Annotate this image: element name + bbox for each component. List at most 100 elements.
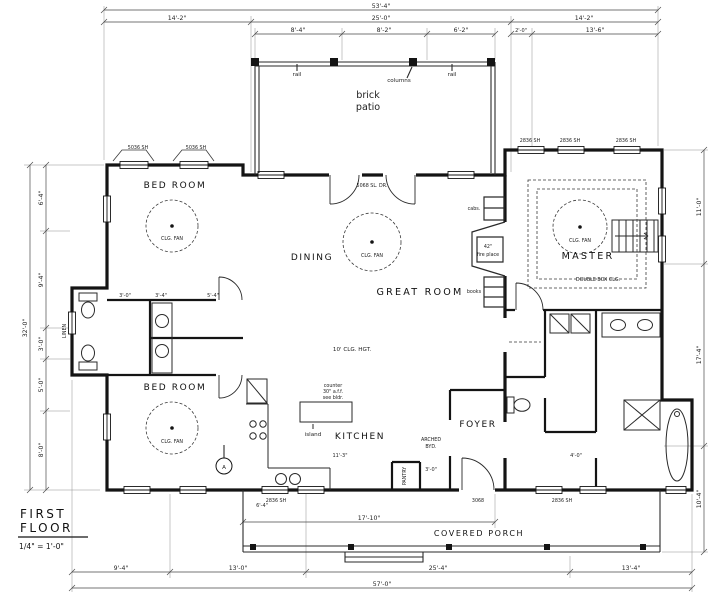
fireplace-size-label: 42" [484,244,492,250]
rail-label: rail [448,72,457,78]
patio-label-line1: brick [356,90,380,101]
dim-patio-1: 8'-4" [291,27,306,34]
window-label: 2836 SH [520,138,541,144]
ceiling-details [145,179,647,455]
kitchen-note-3: see bldr. [323,395,343,401]
door-swings [218,174,544,491]
dim-left-2: 9'-4" [38,273,45,288]
title-block-scale: 1/4" = 1'-0" [19,542,64,551]
dim-top-left: 14'-2" [168,15,187,22]
section-marker [215,445,233,475]
kitchen-note-1: counter [324,383,342,389]
extension-lines [24,6,708,592]
windows [68,146,687,494]
dim-top-overall: 53'-4" [372,3,391,10]
room-label-covered-porch: COVERED PORCH [434,529,524,538]
dim-right-3: 10'-4" [696,490,703,509]
door-openings [329,171,495,494]
ceiling-fan [552,199,608,255]
dim-wing-right-1: 2'-0" [515,28,527,34]
dim-porch-width: 17'-10" [358,515,381,522]
dim-interior-6: 4'-0" [570,453,582,459]
patio-columns [251,58,495,66]
dim-bottom-2: 13'-0" [229,565,248,572]
dim-left-4: 5'-0" [38,378,45,393]
room-label-bedroom-top: BED ROOM [144,181,207,191]
fireplace-label: fire place [477,252,499,258]
patio-structure [251,58,496,175]
toilet [81,301,95,319]
ceiling-fan-label: CLG. FAN [161,236,183,242]
stairs [611,219,659,253]
dim-left-overall: 32'-0" [22,319,29,338]
ceiling-fan-label: CLG. FAN [569,238,591,244]
cabs-label: cabs. [468,206,481,212]
title-block-line2: FLOOR [20,521,73,535]
ceiling-fan-label: CLG. FAN [361,253,383,259]
left-bath-fixtures [78,292,173,374]
title-block-line1: FIRST [20,507,66,521]
dim-bottom-overall: 57'-0" [373,581,392,588]
sink [155,344,169,358]
sink [610,319,626,331]
dim-patio-2: 8'-2" [377,27,392,34]
master-ceiling-note: DOUBLE BOX CLG. [576,277,620,283]
dim-wing-right-2: 13'-6" [586,27,605,34]
window-label: 2836 SH [266,498,287,504]
dim-interior-4: 11'-3" [332,453,347,459]
toilet [81,344,95,362]
columns-label: columns [387,78,411,84]
island-label: island [305,432,322,438]
books-label: books [467,289,482,295]
window-label: 5068 SL. DR. [357,183,388,189]
fireplace [471,196,506,308]
room-label-pantry: PANTRY [402,467,408,485]
sink [637,319,653,331]
great-room-ceiling-note: 10' CLG. HGT. [333,347,371,353]
dim-porch-depth: 6'-4" [256,503,268,509]
room-label-master: MASTER [562,251,615,262]
fan-hubs [170,224,582,430]
porch-posts [250,544,646,550]
room-label-kitchen: KITCHEN [335,432,385,442]
room-label-linen: LINEN [62,323,68,338]
sink [155,314,169,328]
ceiling-fan [145,199,199,253]
dim-left-5: 8'-0" [38,443,45,458]
dim-interior-5: 3'-0" [425,467,437,473]
dim-left-3: 3'-0" [38,337,45,352]
dim-right-1: 11'-0" [696,198,703,217]
dim-top-right: 14'-2" [575,15,594,22]
bay-window-accents [112,149,215,162]
arched-opening-label-1: ARCHED [421,437,441,443]
dim-interior-1: 3'-0" [119,293,131,299]
dim-patio-3: 6'-2" [454,27,469,34]
dim-bottom-3: 25'-4" [429,565,448,572]
window-label: 2836 SH [552,498,573,504]
window-label: 2836 SH [560,138,581,144]
room-label-dining: DINING [291,253,333,263]
window-label: 5036 SH [186,145,207,151]
patio-label-line2: patio [356,102,380,113]
master-bath-fixtures [506,312,689,482]
ceiling-fan [342,212,402,272]
arched-opening-label-2: BYD. [425,444,436,450]
dim-right-2: 17'-4" [696,346,703,365]
dimension-lines [26,6,708,592]
tub [665,408,689,482]
dim-left-1: 6'-4" [38,191,45,206]
window-label: 2836 SH [616,138,637,144]
room-label-bedroom-bottom: BED ROOM [144,383,207,393]
dim-interior-2: 3'-4" [155,293,167,299]
kitchen-fixtures [246,378,353,490]
toilet [513,398,531,412]
door-label: 3068 [472,498,484,504]
porch-structure [242,490,661,563]
kitchen-sink [275,473,287,485]
dim-bottom-1: 9'-4" [114,565,129,572]
ceiling-fan-label: CLG. FAN [161,439,183,445]
dim-bottom-4: 13'-4" [622,565,641,572]
window-label: 5036 SH [128,145,149,151]
